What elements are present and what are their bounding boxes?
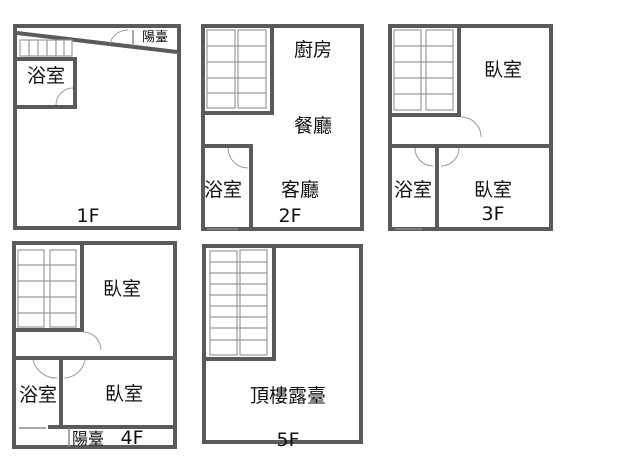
- room-label-bedroom: 臥室: [105, 383, 143, 405]
- floor-1f: 陽臺 浴室 1F: [13, 24, 181, 230]
- door-icon: [460, 116, 482, 138]
- floor-label: 3F: [481, 203, 504, 225]
- floor-label: 4F: [120, 427, 143, 449]
- bath-wall: [17, 57, 77, 109]
- floor-label: 1F: [76, 205, 99, 227]
- door-icon: [32, 359, 58, 379]
- stairs-icon: [393, 29, 454, 111]
- floor-2f: 廚房 餐廳 浴室 客廳 2F: [201, 24, 364, 231]
- room-label-bath: 浴室: [394, 179, 432, 201]
- floor-3f: 臥室 浴室 臥室 3F: [388, 24, 553, 231]
- floor-5f: 頂樓露臺 5F: [202, 244, 363, 451]
- floor-4f: 臥室 浴室 臥室 陽臺 4F: [12, 241, 177, 449]
- room-label-bath: 浴室: [27, 65, 65, 87]
- bath-wall: [203, 144, 253, 229]
- room-label-dining: 餐廳: [294, 115, 332, 137]
- stair-wall: [14, 243, 84, 332]
- floor-5f-outline: [202, 244, 363, 444]
- floor-3f-outline: [388, 24, 553, 231]
- door-icon: [227, 147, 249, 169]
- stairs-icon: [209, 249, 268, 356]
- door-icon: [55, 87, 74, 106]
- door-icon: [109, 29, 129, 45]
- room-label-balcony: 陽臺: [72, 429, 104, 448]
- floor-2f-outline: [201, 24, 364, 231]
- door-icon: [414, 147, 434, 167]
- balcony-wall: [16, 31, 178, 54]
- door-icon: [440, 147, 460, 167]
- room-label-bedroom: 臥室: [103, 278, 141, 300]
- room-label-kitchen: 廚房: [294, 38, 332, 61]
- stair-wall: [203, 26, 274, 115]
- room-label-bedroom: 臥室: [484, 59, 522, 81]
- stairs-icon: [19, 39, 73, 57]
- floor-4f-outline: [12, 241, 177, 449]
- room-label-balcony: 陽臺: [142, 30, 168, 45]
- stair-wall: [390, 26, 461, 117]
- room-label-bath: 浴室: [204, 179, 242, 201]
- door-icon: [83, 331, 102, 351]
- door-icon: [63, 359, 86, 379]
- room-label-bath: 浴室: [19, 384, 57, 406]
- room-label-living: 客廳: [281, 179, 319, 201]
- room-label-terrace: 頂樓露臺: [250, 385, 326, 407]
- stairs-icon: [206, 29, 267, 109]
- floor-1f-outline: [13, 24, 181, 230]
- room-label-bedroom: 臥室: [474, 179, 512, 201]
- stairs-icon: [17, 249, 77, 328]
- floor-label: 2F: [278, 205, 301, 227]
- floor-label: 5F: [276, 429, 299, 451]
- stair-wall: [204, 244, 276, 361]
